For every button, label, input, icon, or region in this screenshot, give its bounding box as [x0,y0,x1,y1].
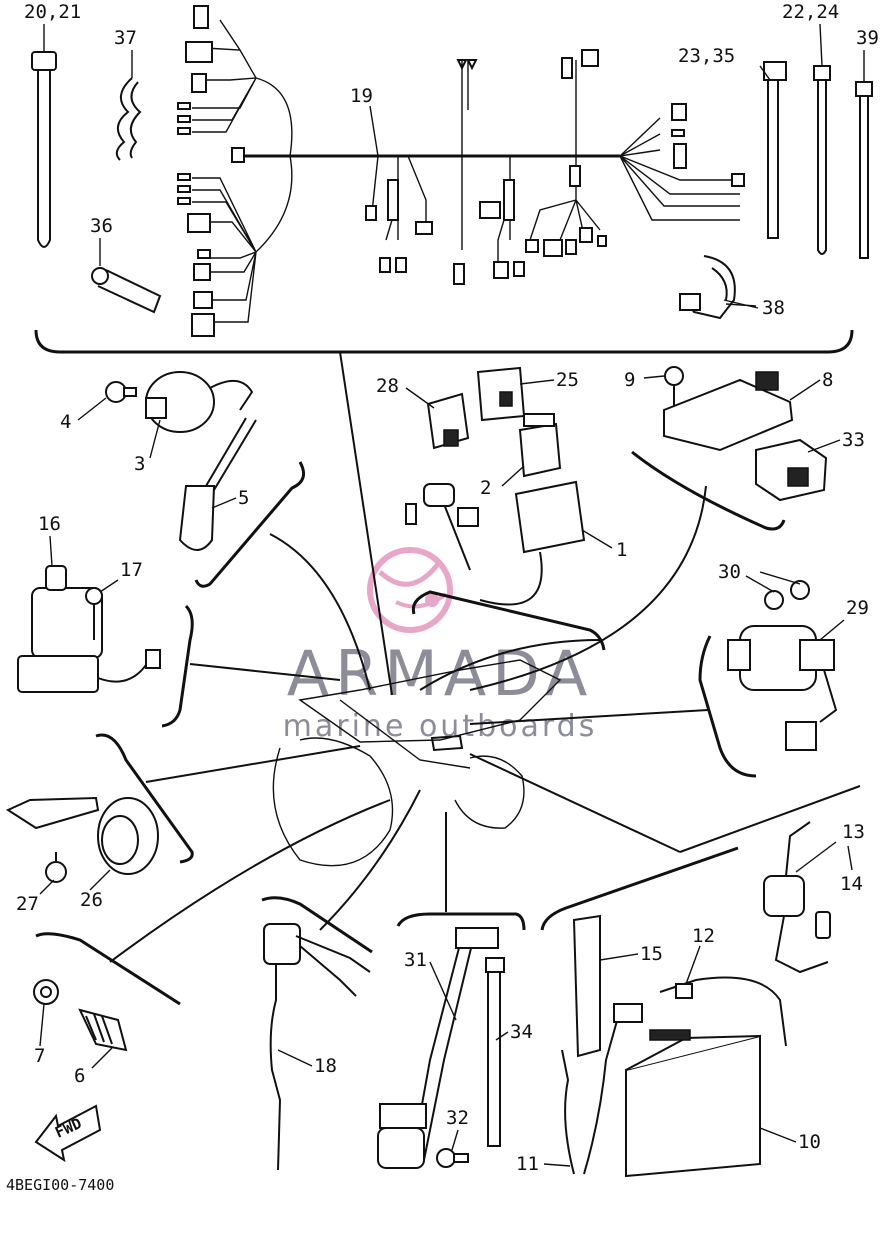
callout-9: 9 [624,369,635,391]
callout-11: 11 [516,1153,539,1175]
callout-39: 39 [856,27,879,49]
relay-25 [476,366,526,422]
battery-band-15 [572,914,601,1058]
battery-10 [625,1029,761,1178]
switch-bracket-34 [485,957,505,1147]
callout-29: 29 [846,597,869,619]
callout-13: 13 [842,821,865,843]
callout-36: 36 [90,215,113,237]
cable-tie-20-21 [31,51,57,248]
callout-17: 17 [120,559,143,581]
neutral-switch-6 [78,1008,128,1052]
callout-20-21: 20,21 [24,1,81,23]
watermark-brand: ARMADA [287,637,593,710]
callout-14: 14 [840,873,863,895]
callout-25: 25 [556,369,579,391]
gasket-7 [33,979,59,1005]
callout-28: 28 [376,375,399,397]
part-code: 4BEGI00-7400 [6,1176,114,1194]
callout-6: 6 [74,1065,85,1087]
horn-26 [97,797,159,875]
fuse-14 [815,911,831,939]
callout-22-24: 22,24 [782,1,839,23]
callout-37: 37 [114,27,137,49]
callout-16: 16 [38,513,61,535]
callout-3: 3 [134,453,145,475]
battery-cable-11 [561,1003,643,1175]
main-switch-16 [17,565,161,693]
motorcycle-outline [272,659,562,867]
callout-2: 2 [480,477,491,499]
connector-2 [518,413,562,478]
fwd-direction-icon: FWD [34,1104,102,1163]
callout-30: 30 [718,561,741,583]
callout-8: 8 [822,369,833,391]
callout-10: 10 [798,1131,821,1153]
sensor-18 [263,923,371,1171]
callout-1: 1 [616,539,627,561]
callout-12: 12 [692,925,715,947]
control-unit-1 [405,480,586,606]
wire-bracket-38 [679,255,757,320]
callout-18: 18 [314,1055,337,1077]
cable-tie-39 [855,81,873,259]
wire-harness-19 [177,5,745,337]
cable-tie-22-24 [813,65,831,255]
screw-17 [85,587,103,640]
relay-33 [755,438,828,502]
callout-19: 19 [350,85,373,107]
leader-lines [35,351,861,1006]
rectifier-regulator-8 [663,371,794,452]
harness-group [31,5,873,354]
callout-32: 32 [446,1107,469,1129]
horn-bracket [5,796,100,830]
plug-cap-5 [178,417,257,551]
bolt-4 [105,381,137,403]
callout-23-35: 23,35 [678,45,735,67]
battery-cable-12 [659,976,787,1047]
starter-relay-29 [727,625,838,751]
bolt-32 [436,1148,469,1168]
callout-33: 33 [842,429,865,451]
wire-clamp-37 [115,77,142,161]
callout-27: 27 [16,893,39,915]
bolt-27 [45,852,67,883]
callout-5: 5 [238,487,249,509]
ignition-coil-3 [145,371,254,433]
stop-switch-31 [377,927,499,1169]
ground-lead-36 [91,267,162,314]
callout-15: 15 [640,943,663,965]
armada-logo-icon [367,547,453,633]
armada-watermark: ARMADA marine outboards [283,547,594,744]
callout-7: 7 [34,1045,45,1067]
callout-26: 26 [80,889,103,911]
callout-leaders [39,23,865,1167]
callouts: 20,21 37 19 22,24 23,35 39 36 38 4 3 5 2… [16,1,879,1175]
fuse-13 [763,821,829,974]
relay-28 [426,392,470,450]
callout-31: 31 [404,949,427,971]
callout-38: 38 [762,297,785,319]
harness-bracket [34,329,854,354]
cable-tie-23-35 [763,61,787,239]
callout-4: 4 [60,411,71,433]
callout-34: 34 [510,1021,533,1043]
nut-30 [764,580,810,610]
